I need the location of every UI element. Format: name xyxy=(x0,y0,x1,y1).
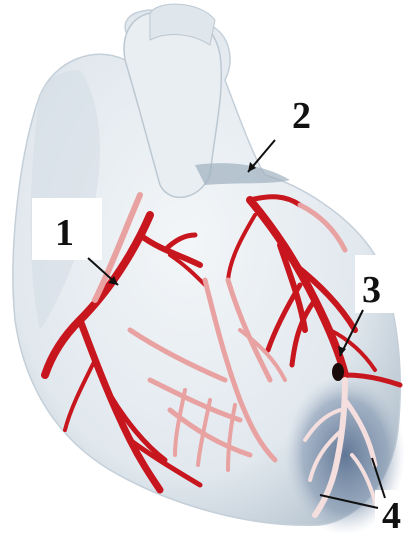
label-2: 2 xyxy=(248,92,332,172)
atrium-groove xyxy=(195,163,290,185)
label-1-text: 1 xyxy=(55,212,74,254)
label-4-text: 4 xyxy=(382,495,401,533)
label-3-text: 3 xyxy=(362,269,381,311)
label-2-text: 2 xyxy=(292,95,311,137)
occlusion-point xyxy=(332,363,344,381)
